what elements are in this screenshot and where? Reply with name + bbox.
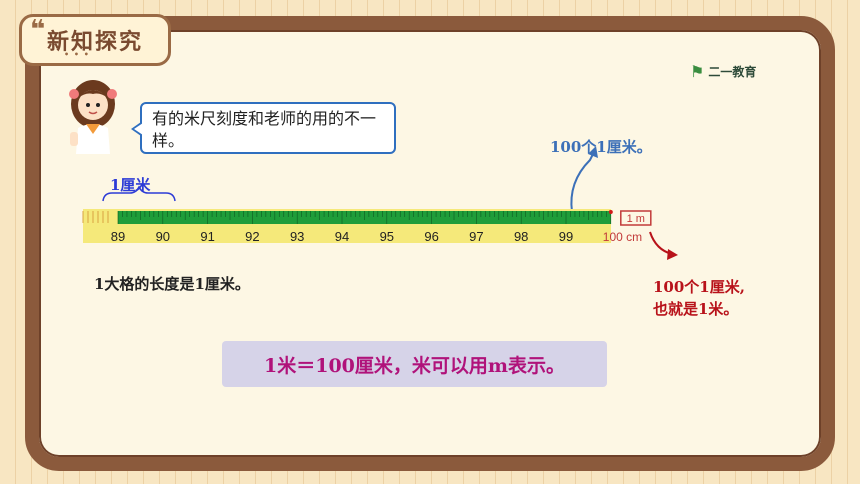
section-tab: ❝ 新知探究 • • • <box>19 14 171 66</box>
ruler-end-label: 1 m <box>627 213 645 225</box>
ruler-graphic: 89 90 91 92 93 94 95 96 97 98 99 100 cm 1 m <box>82 209 652 244</box>
ruler-tick-label: 89 <box>111 229 125 244</box>
ruler-tick-label: 96 <box>424 229 438 244</box>
red-note-line-1: 100个1厘米, <box>653 278 745 296</box>
ruler-end-box <box>620 210 652 226</box>
section-tab-label: 新知探究 <box>46 30 143 55</box>
ruler-tick-label: 98 <box>514 229 528 244</box>
hundred-cm-note: 100个1厘米。 <box>550 138 652 156</box>
speech-text: 有的米尺刻度和老师的用的不一样。 <box>152 109 377 150</box>
girl-teacher-avatar <box>69 80 117 154</box>
ruler-tick-label: 97 <box>469 229 483 244</box>
red-note-line-2: 也就是1米。 <box>653 300 739 318</box>
ruler-tick-label: 94 <box>335 229 349 244</box>
summary-box: 1米＝100厘米，米可以用m表示。 <box>222 341 607 387</box>
quote-icon: ❝ <box>30 15 48 45</box>
runner-icon: ⚑ <box>690 62 705 81</box>
one-cm-label: 1厘米 <box>110 176 151 194</box>
brand-logo: ⚑ 二一教育 <box>690 62 756 81</box>
logo-text: 二一教育 <box>708 65 757 79</box>
ruler-end-dot <box>608 210 613 214</box>
hundred-cm-meter-note: 100个1厘米, 也就是1米。 <box>653 276 745 320</box>
dots-decoration: • • • <box>64 50 90 59</box>
speech-bubble: 有的米尺刻度和老师的用的不一样。 <box>131 102 396 154</box>
ruler-tick-label: 93 <box>290 229 304 244</box>
big-division-text: 1大格的长度是1厘米。 <box>94 275 250 293</box>
ruler-tick-label: 95 <box>380 229 394 244</box>
ruler-tick-label: 100 cm <box>603 230 642 244</box>
ruler-tick-label: 99 <box>559 229 573 244</box>
ruler-tick-label: 92 <box>245 229 259 244</box>
ruler-tick-label: 90 <box>156 229 170 244</box>
meter-ruler: 89 90 91 92 93 94 95 96 97 98 99 100 cm 1 m <box>78 205 663 247</box>
board-frame <box>25 16 835 471</box>
ruler-tick-label: 91 <box>200 229 214 244</box>
summary-text: 1米＝100厘米，米可以用m表示。 <box>264 354 565 377</box>
